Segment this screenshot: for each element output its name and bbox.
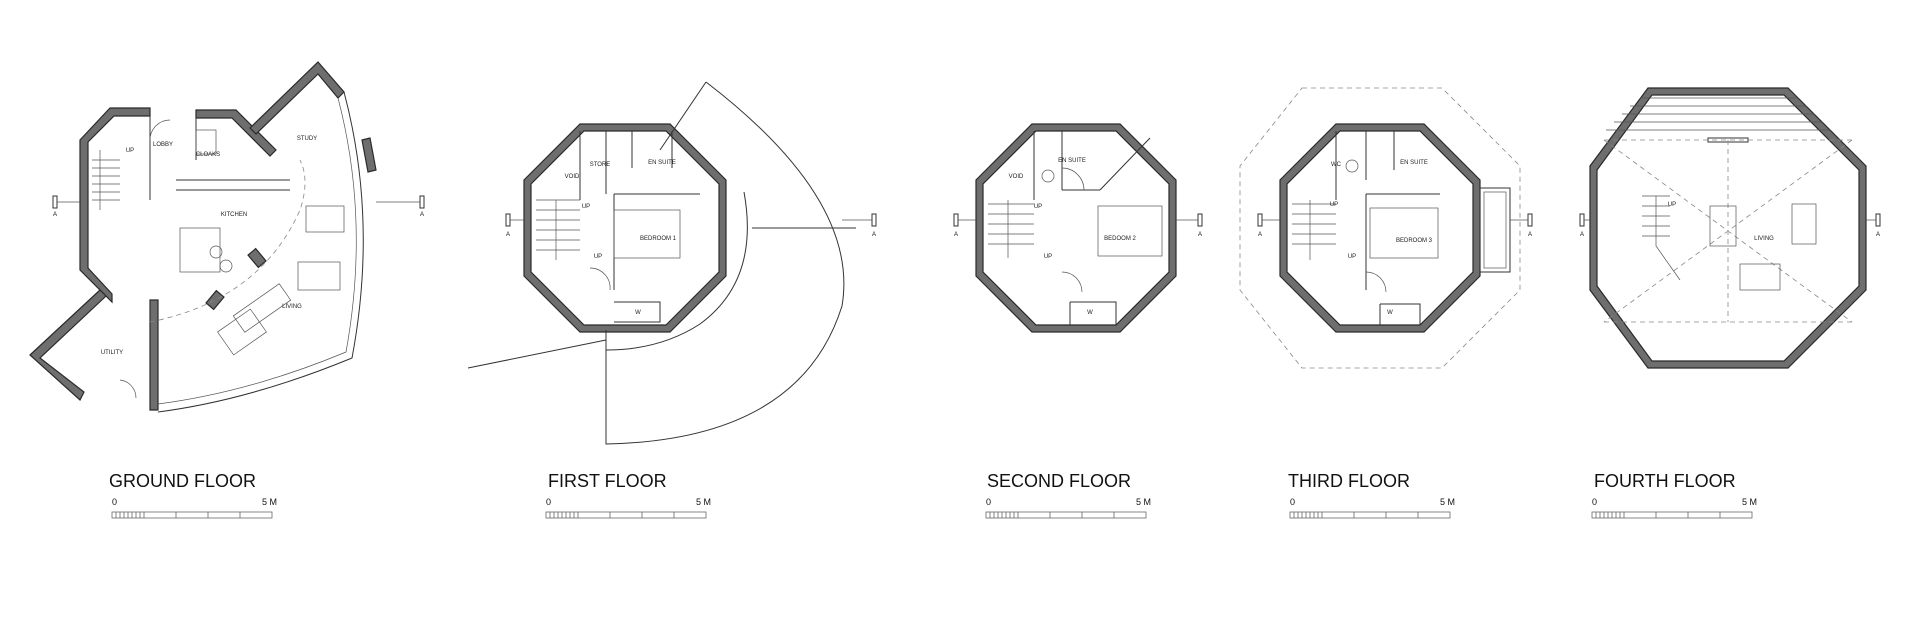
second-room-ensuite: EN SUITE bbox=[1058, 158, 1086, 164]
third-room-ensuite: EN SUITE bbox=[1400, 160, 1428, 166]
ground-floor-plan: A A LOBBY CLOAKS STUDY KITCHEN LIVING UT… bbox=[29, 61, 425, 413]
first-section-mark-left: A bbox=[506, 232, 510, 238]
scale-bar-ground: 0 5 M bbox=[111, 497, 277, 519]
third-stair-up-2: UP bbox=[1348, 254, 1356, 260]
second-section-mark-right: A bbox=[1198, 232, 1202, 238]
second-floor-title: SECOND FLOOR bbox=[987, 471, 1131, 491]
scale-end-label: 5 M bbox=[1136, 497, 1151, 507]
first-room-void: VOID bbox=[565, 174, 580, 180]
scale-end-label: 5 M bbox=[696, 497, 711, 507]
third-balcony bbox=[1479, 187, 1511, 273]
fourth-floor-plan: A A LIVING UP bbox=[1579, 87, 1881, 369]
scale-bar-third: 0 5 M bbox=[1289, 497, 1455, 519]
ground-room-cloaks: CLOAKS bbox=[196, 152, 220, 158]
first-room-bedroom1: BEDROOM 1 bbox=[640, 236, 677, 242]
scale-end-label: 5 M bbox=[1440, 497, 1455, 507]
ground-room-study: STUDY bbox=[297, 136, 317, 142]
ground-floor-title: GROUND FLOOR bbox=[109, 471, 256, 491]
first-octagon-wall bbox=[523, 123, 727, 333]
second-room-void: VOID bbox=[1009, 174, 1024, 180]
ground-room-utility: UTILITY bbox=[101, 350, 123, 356]
second-stair-up-1: UP bbox=[1034, 204, 1042, 210]
third-stair-up-1: UP bbox=[1330, 202, 1338, 208]
ground-stair-up: UP bbox=[126, 148, 134, 154]
fourth-section-mark-right: A bbox=[1876, 232, 1880, 238]
third-room-bedroom3: BEDROOM 3 bbox=[1396, 238, 1433, 244]
scale-start-label: 0 bbox=[112, 497, 117, 507]
fourth-stair-up: UP bbox=[1668, 202, 1676, 208]
second-octagon-wall bbox=[975, 123, 1177, 333]
fourth-section-mark-left: A bbox=[1580, 232, 1584, 238]
second-section-mark-left: A bbox=[954, 232, 958, 238]
second-room-bedroom2: BEDOOM 2 bbox=[1104, 236, 1136, 242]
ground-section-mark-left: A bbox=[53, 212, 57, 218]
first-room-wardrobe: W bbox=[635, 310, 641, 316]
ground-study-wall bbox=[249, 61, 345, 135]
third-section-mark-left: A bbox=[1258, 232, 1262, 238]
third-section-mark-right: A bbox=[1528, 232, 1532, 238]
scale-start-label: 0 bbox=[1592, 497, 1597, 507]
ground-octagon-wall bbox=[79, 107, 151, 304]
first-arc-wing bbox=[467, 81, 845, 445]
ground-curved-facade bbox=[157, 91, 364, 413]
ground-utility-side bbox=[149, 299, 159, 411]
first-stair-up-1: UP bbox=[582, 204, 590, 210]
first-stair-up-2: UP bbox=[594, 254, 602, 260]
second-floor-plan: A A VOID EN SUITE BEDOOM 2 W UP UP bbox=[953, 123, 1203, 333]
ground-room-living: LIVING bbox=[282, 304, 302, 310]
scale-bar-fourth: 0 5 M bbox=[1591, 497, 1757, 519]
ground-room-lobby: LOBBY bbox=[153, 142, 173, 148]
second-room-wardrobe: W bbox=[1087, 310, 1093, 316]
scale-bar-second: 0 5 M bbox=[985, 497, 1151, 519]
fourth-room-living: LIVING bbox=[1754, 236, 1774, 242]
ground-room-kitchen: KITCHEN bbox=[221, 212, 247, 218]
first-floor-title: FIRST FLOOR bbox=[548, 471, 667, 491]
third-room-wardrobe: W bbox=[1387, 310, 1393, 316]
scale-end-label: 5 M bbox=[262, 497, 277, 507]
third-floor-title: THIRD FLOOR bbox=[1288, 471, 1410, 491]
ground-study-side bbox=[361, 137, 377, 173]
first-room-ensuite: EN SUITE bbox=[648, 160, 676, 166]
third-room-wc: WC bbox=[1331, 162, 1342, 168]
first-room-store: STORE bbox=[590, 162, 611, 168]
first-floor-plan: A A VOID STORE EN SUITE BEDROOM 1 W UP U… bbox=[467, 81, 877, 445]
scale-start-label: 0 bbox=[1290, 497, 1295, 507]
scale-start-label: 0 bbox=[546, 497, 551, 507]
first-section-mark-right: A bbox=[872, 232, 876, 238]
ground-utility-wall bbox=[29, 289, 107, 401]
second-stair-up-2: UP bbox=[1044, 254, 1052, 260]
third-floor-plan: A A WC EN SUITE BEDROOM 3 W UP UP bbox=[1239, 87, 1533, 369]
ground-section-mark-right: A bbox=[420, 212, 424, 218]
scale-start-label: 0 bbox=[986, 497, 991, 507]
scale-bar-first: 0 5 M bbox=[545, 497, 711, 519]
scale-end-label: 5 M bbox=[1742, 497, 1757, 507]
fourth-floor-title: FOURTH FLOOR bbox=[1594, 471, 1736, 491]
